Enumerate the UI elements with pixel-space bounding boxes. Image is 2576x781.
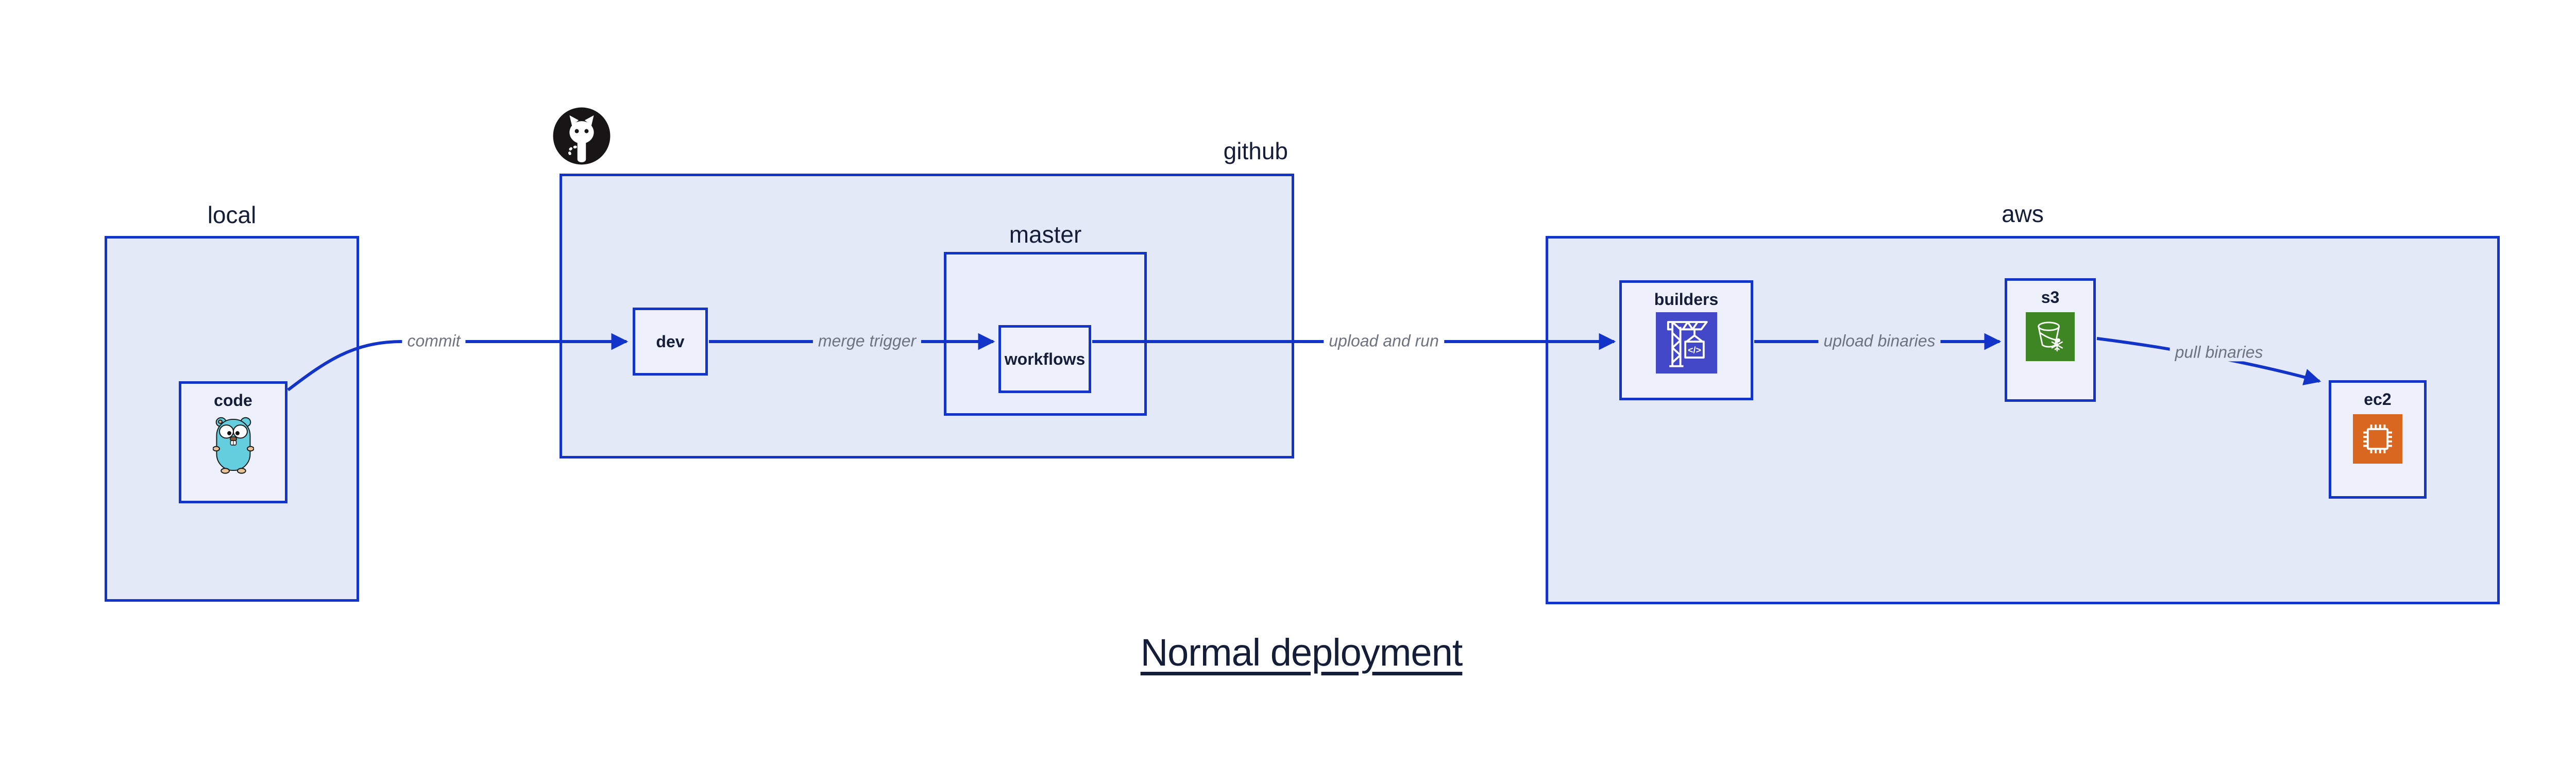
node-dev-label: dev — [656, 332, 685, 351]
node-s3: s3 — [2005, 278, 2096, 402]
node-workflows-label: workflows — [1004, 349, 1086, 368]
node-ec2-label: ec2 — [2364, 390, 2392, 409]
node-code-label: code — [214, 391, 252, 410]
group-label-aws: aws — [2002, 200, 2044, 227]
node-workflows: workflows — [998, 325, 1091, 393]
edge-label-pull-binaries: pull binaries — [2170, 343, 2268, 362]
group-label-master: master — [1009, 221, 1082, 248]
node-dev: dev — [633, 308, 708, 376]
node-builders: builders </> — [1619, 280, 1753, 400]
node-builders-label: builders — [1654, 290, 1719, 309]
group-label-github: github — [1223, 138, 1288, 164]
edge-label-upload-and-run: upload and run — [1324, 332, 1444, 350]
node-code: code — [179, 381, 287, 503]
edge-label-merge-trigger: merge trigger — [812, 332, 922, 350]
s3-glacier-bucket-icon — [2026, 312, 2075, 364]
github-octocat-icon — [551, 106, 612, 169]
node-ec2: ec2 — [2329, 380, 2427, 499]
codebuild-icon-code-glyph: </> — [1688, 345, 1701, 355]
diagram-title: Normal deployment — [1140, 631, 1463, 674]
go-gopher-icon — [212, 415, 255, 477]
edge-label-commit: commit — [402, 332, 466, 350]
edge-label-upload-binaries: upload binaries — [1818, 332, 1941, 350]
codebuild-crane-icon: </> — [1655, 312, 1717, 376]
ec2-chip-icon — [2353, 414, 2402, 466]
group-label-local: local — [207, 201, 257, 228]
node-s3-label: s3 — [2041, 288, 2060, 307]
